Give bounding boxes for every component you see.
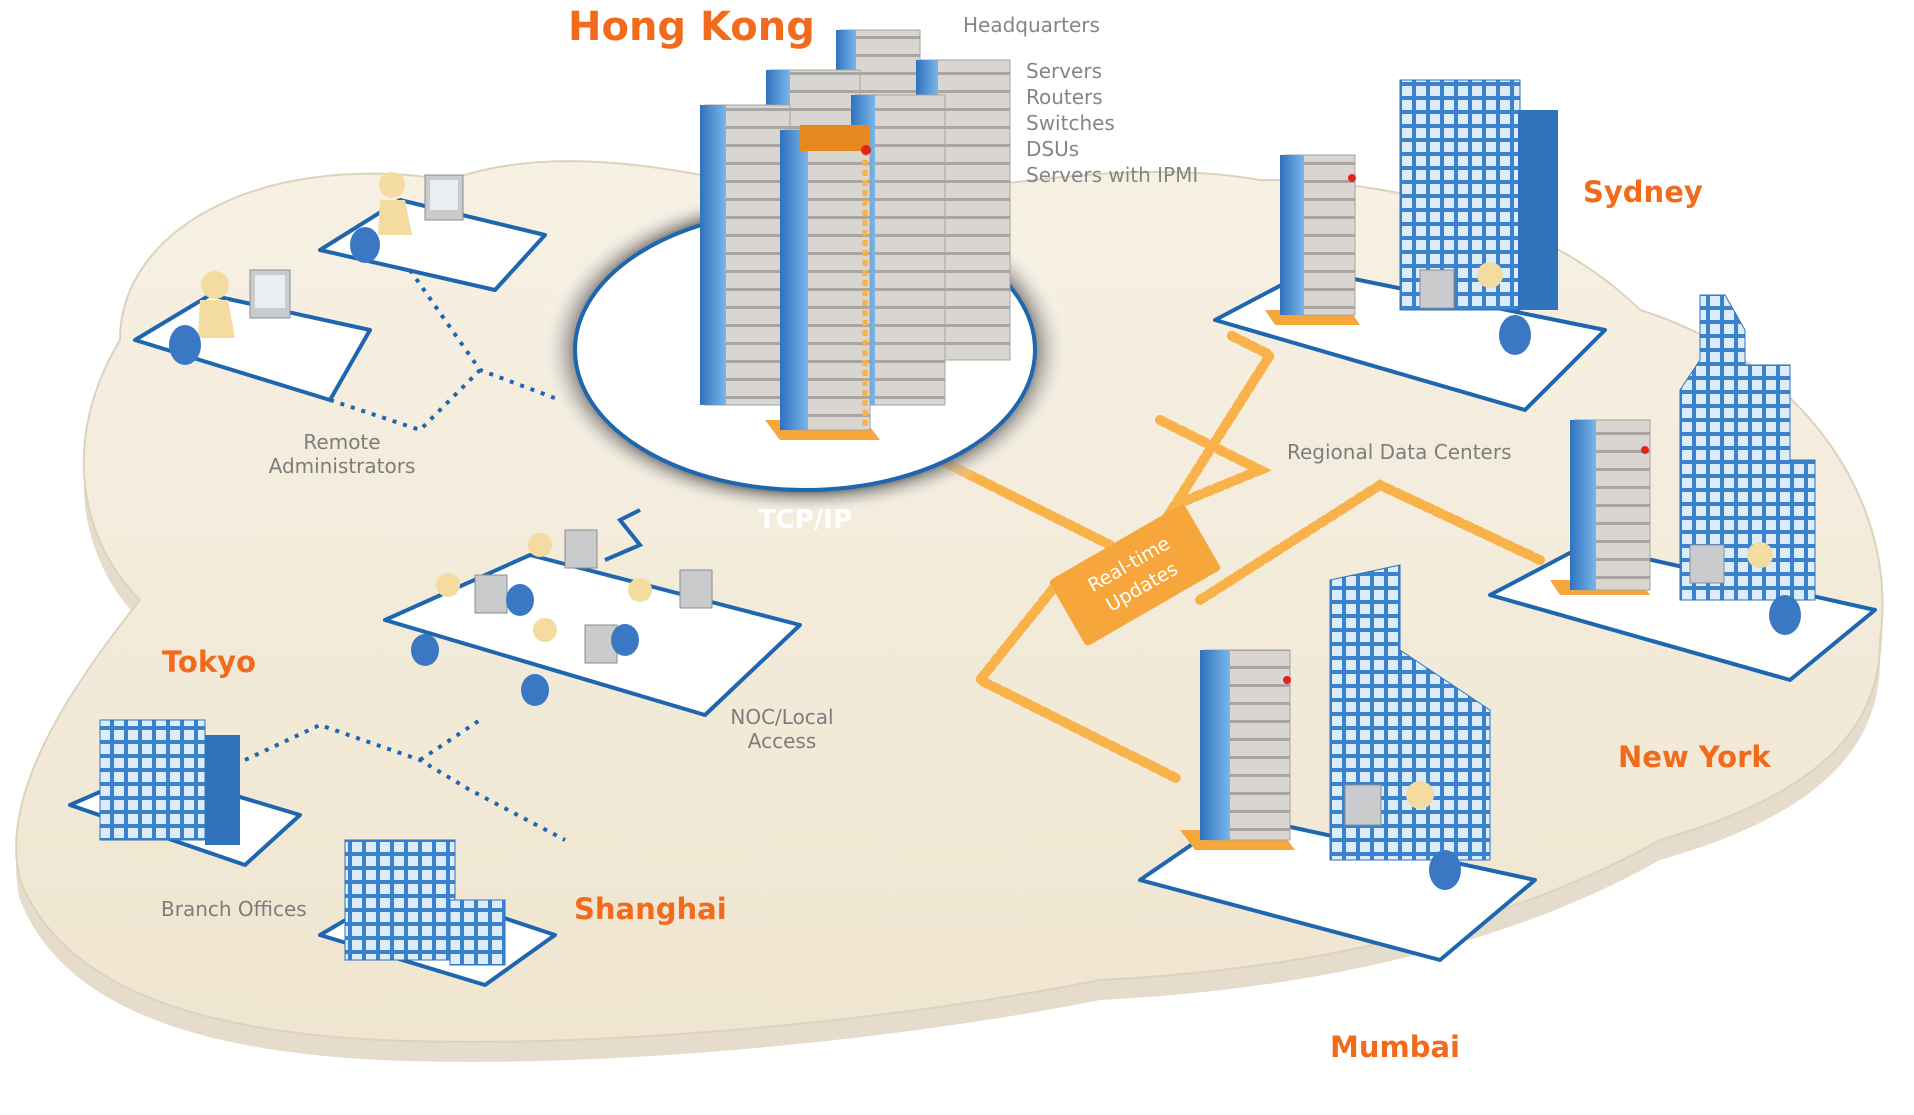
remote-administrators-line1: Remote [303,430,381,454]
tcpip-label: TCP/IP [758,505,852,535]
remote-admin-station [133,269,372,402]
datacenter-sydney [1213,79,1607,412]
location-label-tokyo: Tokyo [162,645,256,679]
noc-line1: NOC/Local [730,705,834,729]
remote-administrators-line2: Administrators [268,454,416,478]
branch-office-tokyo [68,719,302,867]
headquarters-list: Headquarters Servers Routers Switches DS… [963,12,1198,188]
hq-item-servers-ipmi: Servers with IPMI [1026,163,1199,187]
location-label-shanghai: Shanghai [574,892,727,926]
link-branch-shanghai [418,718,482,762]
noc-caption: NOC/Local Access [712,705,852,753]
regional-data-centers-caption: Regional Data Centers [1287,440,1512,464]
noc-line2: Access [747,729,817,753]
noc-station [383,529,802,717]
branch-office-shanghai [318,839,557,987]
server-rack [700,104,791,406]
hq-item-servers: Servers [1026,59,1103,83]
hq-item-routers: Routers [1026,85,1103,109]
location-label-mumbai: Mumbai [1330,1030,1460,1064]
datacenter-mumbai [1138,564,1537,962]
hq-item-dsus: DSUs [1026,137,1080,161]
server-rack-primary [765,125,880,440]
location-label-new-york: New York [1618,740,1771,774]
datacenter-new-york [1488,294,1877,682]
link-noc [604,508,644,562]
link-remote-admin-2 [408,268,561,402]
hq-item-switches: Switches [1026,111,1115,135]
location-label-hong-kong: Hong Kong [568,4,815,50]
headquarters-title: Headquarters [963,13,1100,37]
remote-admin-station [318,172,547,292]
hq-server-cluster [700,29,1011,440]
network-links [244,268,644,842]
location-label-sydney: Sydney [1583,175,1703,209]
realtime-data-flow [875,330,1545,785]
branch-offices-caption: Branch Offices [161,897,307,921]
remote-administrators-caption: Remote Administrators [262,430,422,478]
